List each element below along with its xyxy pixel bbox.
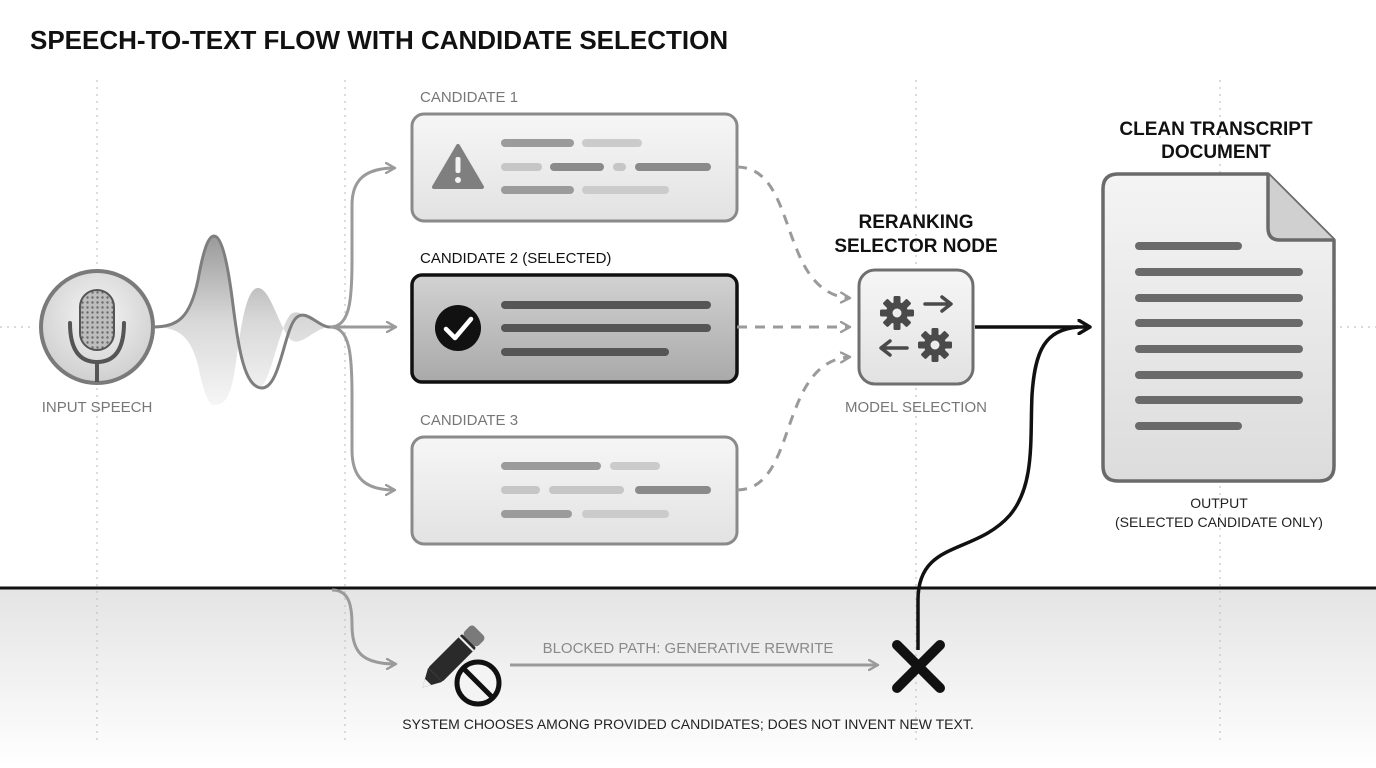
selector-node[interactable] <box>857 268 975 386</box>
branch-arrows <box>329 168 396 664</box>
candidate-2-text-lines <box>501 301 711 356</box>
footer-note: SYSTEM CHOOSES AMONG PROVIDED CANDIDATES… <box>402 716 974 732</box>
pencil-prohibited-icon <box>422 625 502 707</box>
candidate-1-card[interactable] <box>410 112 739 223</box>
candidate-2-label: CANDIDATE 2 (SELECTED) <box>420 250 611 267</box>
blocked-path-label: BLOCKED PATH: GENERATIVE REWRITE <box>543 640 834 657</box>
document-text-lines <box>1135 242 1303 430</box>
candidate-3-label: CANDIDATE 3 <box>420 412 518 429</box>
output-caption-line2: (SELECTED CANDIDATE ONLY) <box>1115 514 1323 530</box>
document-icon[interactable] <box>1101 172 1336 483</box>
output-title-line2: DOCUMENT <box>1161 142 1271 163</box>
input-speech-label: INPUT SPEECH <box>42 399 153 416</box>
model-selection-label: MODEL SELECTION <box>845 399 987 416</box>
checkmark-icon <box>435 305 481 351</box>
output-title-line1: CLEAN TRANSCRIPT <box>1119 119 1313 140</box>
microphone-icon <box>39 269 155 385</box>
rewrite-to-output-curve <box>916 325 1079 650</box>
candidate-2-card[interactable] <box>410 273 739 384</box>
gears-exchange-icon <box>879 295 953 362</box>
candidate-to-selector-arrows <box>736 165 850 492</box>
output-caption-line1: OUTPUT <box>1190 495 1248 511</box>
candidate-3-card[interactable] <box>410 435 739 546</box>
candidate-1-text-lines <box>501 139 711 194</box>
x-mark-icon <box>892 640 945 693</box>
candidate-1-label: CANDIDATE 1 <box>420 89 518 106</box>
candidate-3-text-lines <box>501 462 711 518</box>
selector-title-line1: RERANKING <box>858 212 973 233</box>
blocked-region <box>0 588 1376 768</box>
warning-icon <box>432 144 484 189</box>
selector-title-line2: SELECTOR NODE <box>834 236 997 257</box>
sound-wave-line <box>151 234 331 390</box>
page-title: SPEECH-TO-TEXT FLOW WITH CANDIDATE SELEC… <box>30 25 728 55</box>
